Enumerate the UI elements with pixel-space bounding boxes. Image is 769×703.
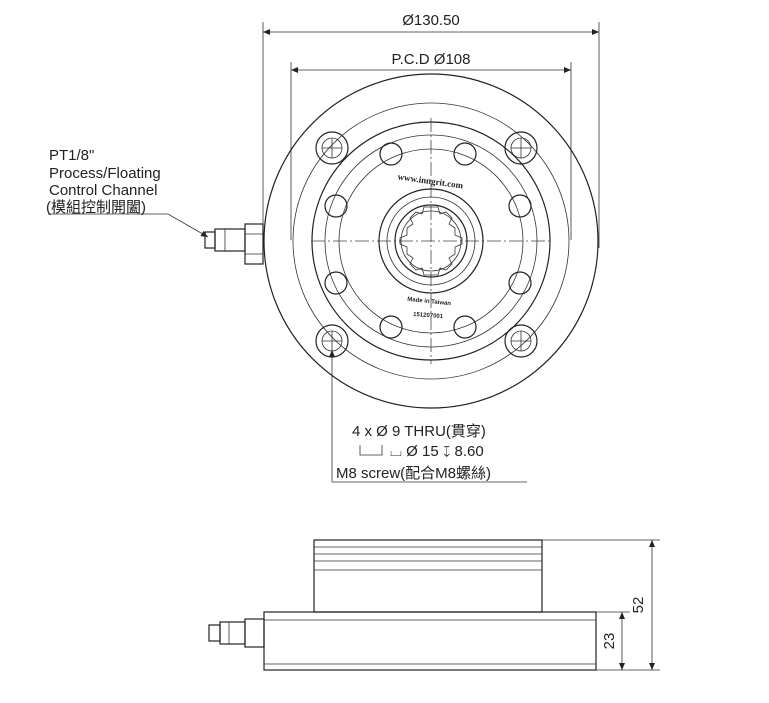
inner-hole [379,142,403,166]
inner-hole [453,315,477,339]
hole-spec-1: 4 x Ø 9 THRU(貫穿) [352,423,486,440]
hole-spec-2: ⌴ Ø 15 ↧ 8.60 [390,443,484,460]
mounting-hole [315,131,349,165]
channel-desc-3: (模組控制開闔) [46,199,146,216]
inner-hole [379,315,403,339]
mounting-holes [315,131,538,358]
pt18-fitting-top [204,223,264,265]
base-height-label: 23 [601,633,618,650]
engraving-origin: Made in Taiwan [407,297,452,308]
centerlines [311,118,551,364]
pcd-dimension: P.C.D Ø108 [290,51,572,240]
outer-diameter-label: Ø130.50 [402,12,460,29]
total-height-label: 52 [630,597,647,614]
base-height-dimension: 23 [596,611,630,670]
total-height-dimension: 52 [542,539,660,671]
pcd-label: P.C.D Ø108 [392,51,471,68]
inner-holes [324,142,532,339]
pt18-fitting-side [208,618,265,648]
channel-desc-2: Control Channel [49,182,157,199]
engraving-serial: 151207001 [413,312,444,320]
inner-hole [324,271,348,295]
hole-callout [329,350,527,483]
top-view: Ø130.50 P.C.D Ø108 [48,12,600,483]
side-view: 52 23 [208,539,660,671]
channel-thread-label: PT1/8" [49,147,94,164]
outer-diameter-dimension: Ø130.50 [262,12,600,248]
center-spline [378,188,484,294]
channel-callout [48,213,209,238]
inner-hole [508,194,532,218]
inner-hole [508,271,532,295]
mounting-hole [504,324,538,358]
mounting-hole [504,131,538,165]
channel-desc-1: Process/Floating [49,165,161,182]
inner-hole [453,142,477,166]
inner-hole [324,194,348,218]
hole-spec-3: M8 screw(配合M8螺絲) [336,465,491,482]
